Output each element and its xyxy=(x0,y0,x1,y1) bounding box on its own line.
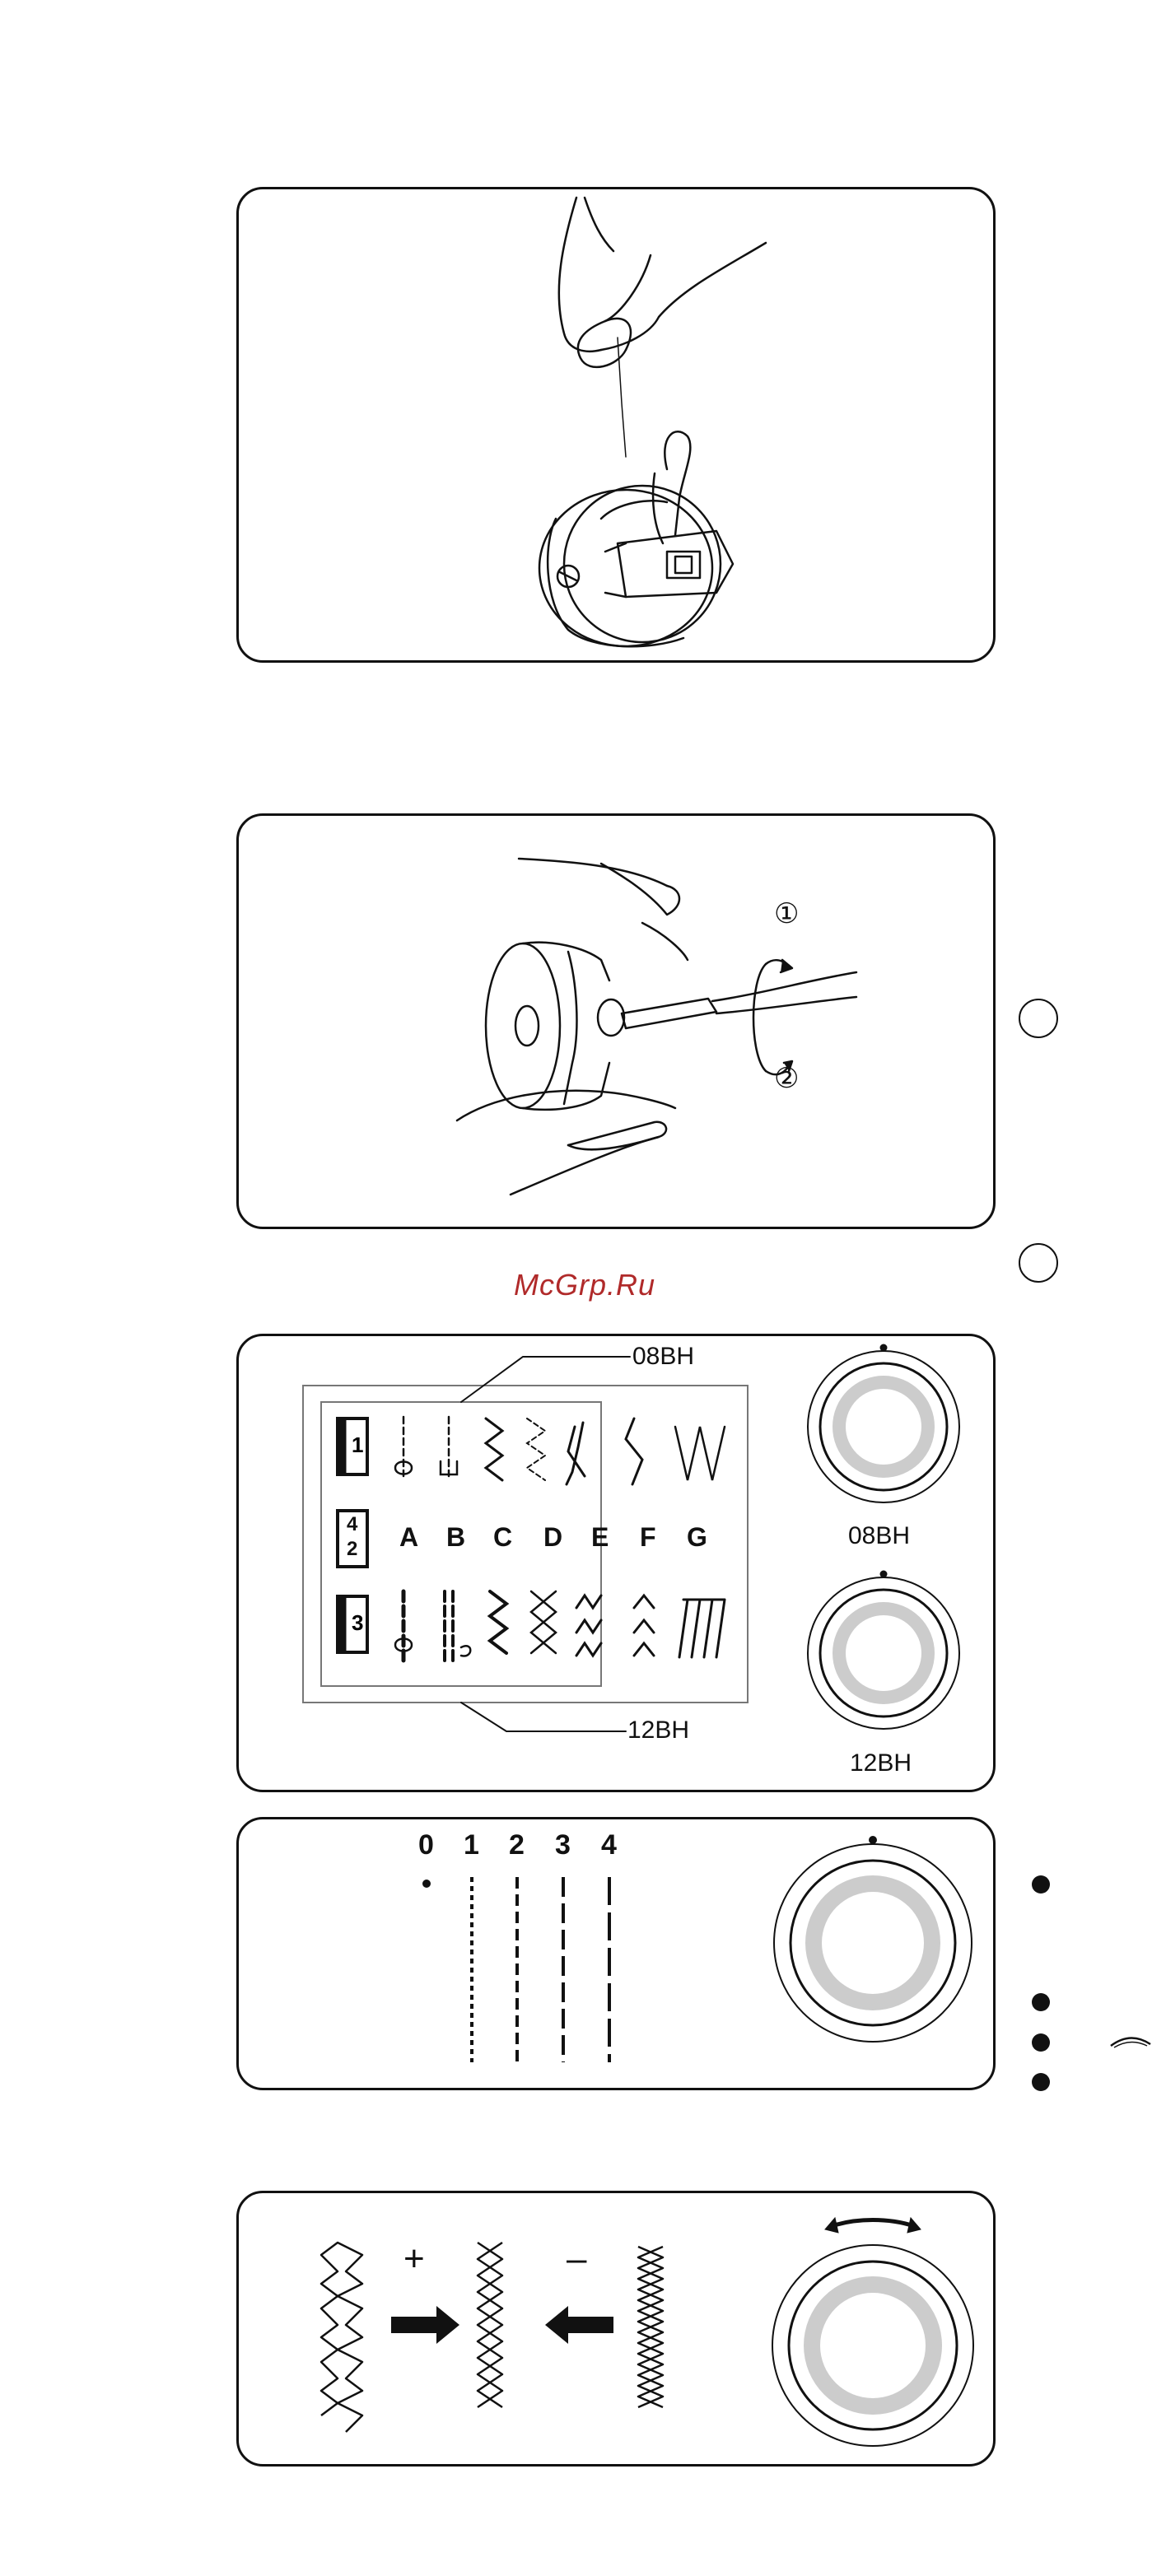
length-number-0: 0 xyxy=(418,1829,434,1861)
dial-08bh xyxy=(808,1344,959,1502)
screwdriver-illustration: ① ② xyxy=(239,816,998,1232)
length-number-2: 2 xyxy=(509,1829,525,1861)
figure-stitch-chart: 08BH 12BH 08BH 12BH 1 4 2 3 A B C D E F … xyxy=(236,1334,996,1792)
pattern-letter-e: E xyxy=(591,1522,609,1553)
balance-dial xyxy=(772,2218,973,2446)
bullet-marker xyxy=(1032,2033,1050,2052)
figure-stitch-length: 0 1 2 3 4 xyxy=(236,1817,996,2090)
label-12bh-pointer: 12BH xyxy=(627,1717,689,1745)
bullet-marker xyxy=(1032,1993,1050,2011)
stitch-length-svg xyxy=(239,1819,998,2093)
pattern-letter-d: D xyxy=(543,1522,562,1553)
row-badge-3: 3 xyxy=(352,1610,363,1636)
length-number-1: 1 xyxy=(464,1829,479,1861)
hollow-circle-marker xyxy=(1019,1243,1058,1283)
pattern-letter-f: F xyxy=(640,1522,656,1553)
row-badge-1: 1 xyxy=(352,1432,363,1458)
label-08bh-pointer: 08BH xyxy=(632,1343,694,1371)
step-1-label: ① xyxy=(774,897,799,930)
minus-sign: – xyxy=(567,2238,586,2280)
bullet-marker xyxy=(1032,1875,1050,1894)
bullet-marker xyxy=(1032,2073,1050,2091)
stitch-chart-svg xyxy=(239,1336,998,1795)
dial-label-08bh: 08BH xyxy=(848,1522,910,1550)
balance-svg xyxy=(239,2193,998,2469)
pattern-letter-a: A xyxy=(399,1522,418,1553)
dial-12bh xyxy=(808,1571,959,1729)
pattern-letter-b: B xyxy=(446,1522,465,1553)
step-2-label: ② xyxy=(774,1062,799,1095)
bobbin-case-illustration xyxy=(239,189,998,665)
dial-label-12bh: 12BH xyxy=(850,1749,912,1777)
length-number-4: 4 xyxy=(601,1829,617,1861)
watermark: McGrp.Ru xyxy=(494,1268,675,1302)
pattern-letter-c: C xyxy=(493,1522,512,1553)
figure-balance: + – xyxy=(236,2191,996,2467)
hollow-circle-marker xyxy=(1019,999,1058,1038)
row-badge-42: 4 2 xyxy=(347,1512,357,1562)
plus-sign: + xyxy=(403,2238,425,2280)
length-number-3: 3 xyxy=(555,1829,571,1861)
figure-tension-screw: ① ② xyxy=(236,813,996,1229)
stitch-length-dial xyxy=(774,1836,972,2042)
pattern-letter-g: G xyxy=(687,1522,707,1553)
arc-mark-icon xyxy=(1108,2028,1152,2051)
figure-bobbin-thread xyxy=(236,187,996,663)
